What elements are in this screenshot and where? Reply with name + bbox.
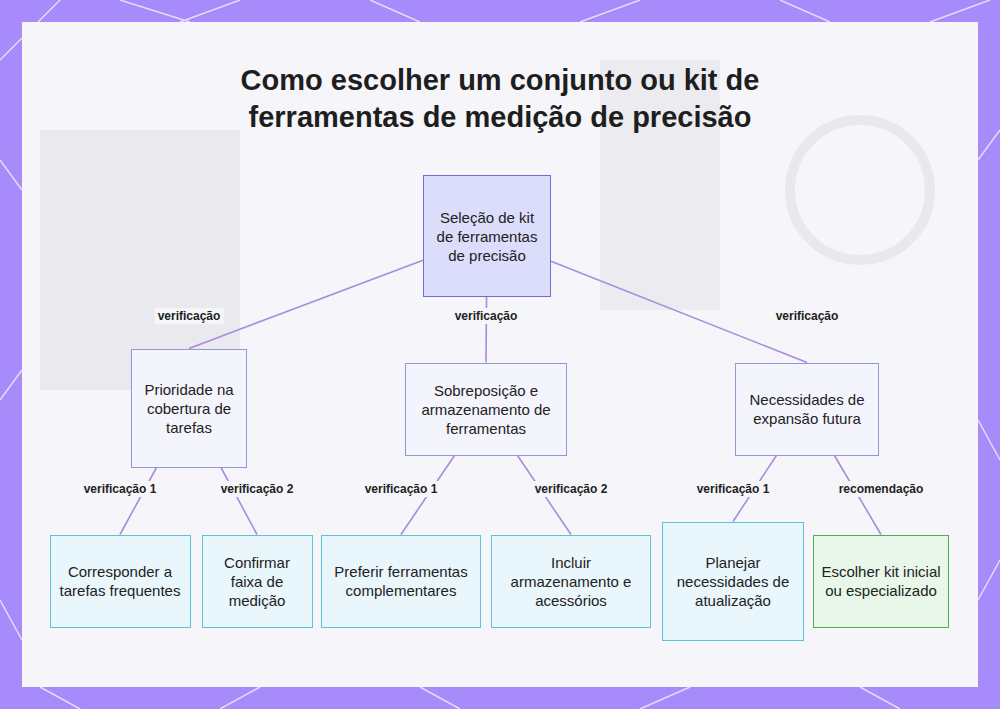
- edge-label: verificação 2: [532, 481, 611, 497]
- action-box: Preferir ferramentas complementares: [321, 535, 481, 628]
- action-box: Confirmar faixa de medição: [202, 535, 313, 628]
- edge-label: verificação: [155, 308, 224, 324]
- node-text: Confirmar faixa de medição: [203, 553, 312, 610]
- connector: [120, 468, 157, 535]
- edge-label: verificação: [452, 308, 521, 324]
- criterion-box: Sobreposição e armazenamento de ferramen…: [405, 363, 567, 456]
- connector: [221, 468, 257, 535]
- connector: [485, 297, 487, 363]
- action-box: Planejar necessidades de atualização: [662, 522, 804, 641]
- node-text: Planejar necessidades de atualização: [663, 553, 803, 610]
- edge-label: verificação 1: [362, 481, 441, 497]
- node-text: Seleção de kit de ferramentas de precisã…: [424, 208, 550, 265]
- criterion-box: Necessidades de expansão futura: [735, 363, 879, 456]
- connector: [551, 261, 807, 362]
- node-text: Corresponder a tarefas frequentes: [51, 562, 190, 600]
- panel: [22, 22, 978, 687]
- node-text: Prioridade na cobertura de tarefas: [132, 380, 246, 437]
- edge-label: verificação 1: [694, 481, 773, 497]
- title: Como escolher um conjunto ou kit de ferr…: [170, 62, 830, 136]
- edge-label: verificação 2: [218, 481, 297, 497]
- edge-label: recomendação: [836, 481, 927, 497]
- edge-label: verificação 1: [81, 481, 160, 497]
- blurred-photo: [40, 60, 930, 390]
- criterion-box: Prioridade na cobertura de tarefas: [131, 349, 247, 468]
- node-text: Necessidades de expansão futura: [736, 390, 878, 428]
- node-text: Incluir armazenamento e acessórios: [492, 553, 650, 610]
- node-text: Escolher kit inicial ou especializado: [814, 562, 948, 600]
- action-box: Incluir armazenamento e acessórios: [491, 535, 651, 628]
- action-box: Corresponder a tarefas frequentes: [50, 535, 191, 628]
- root-box: Seleção de kit de ferramentas de precisã…: [423, 175, 551, 297]
- connector: [189, 260, 423, 348]
- node-text: Sobreposição e armazenamento de ferramen…: [406, 381, 566, 438]
- edge-label: verificação: [773, 308, 842, 324]
- action-box: Escolher kit inicial ou especializado: [813, 535, 949, 628]
- node-text: Preferir ferramentas complementares: [322, 562, 480, 600]
